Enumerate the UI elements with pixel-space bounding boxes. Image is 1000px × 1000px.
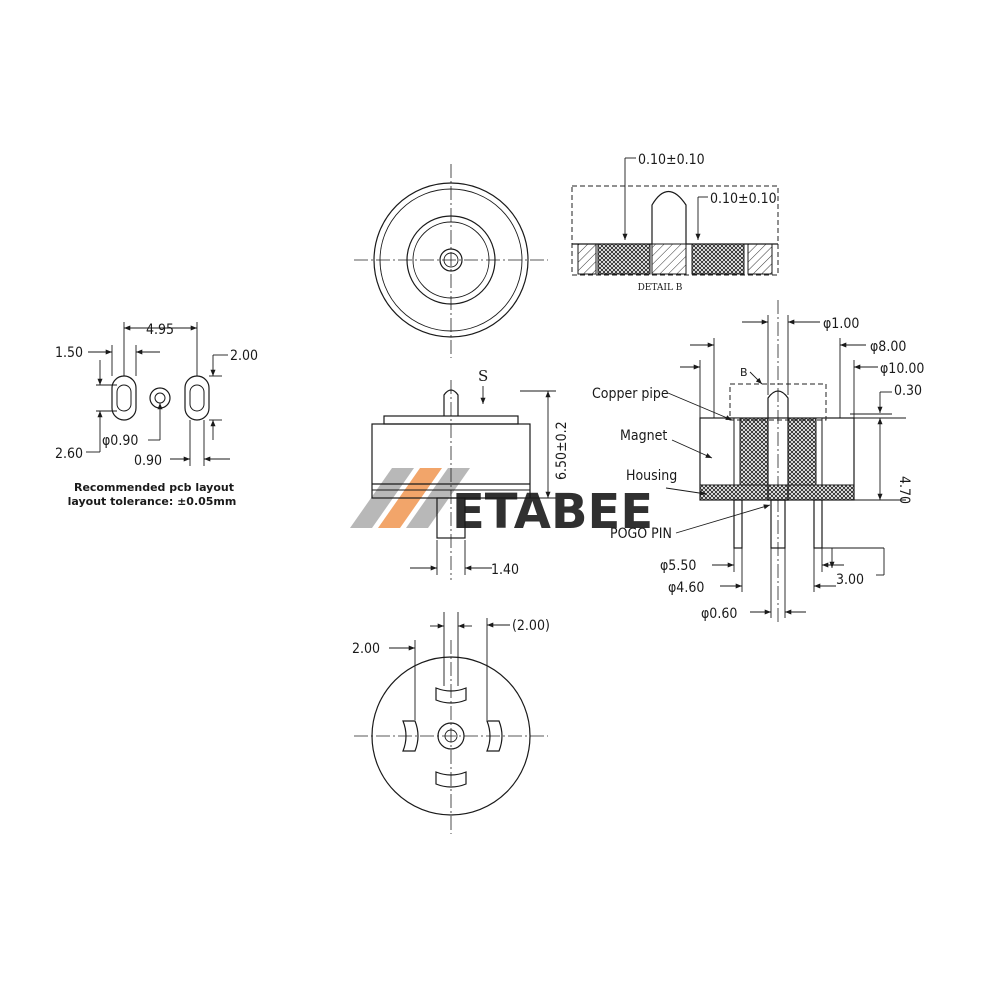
top-view-inner-ring xyxy=(406,215,496,305)
section-leg-right xyxy=(813,499,823,549)
section-detail-label: B xyxy=(740,366,748,379)
bottom-view-slot-bottom xyxy=(435,771,467,788)
bottom-view-slot-right xyxy=(486,720,503,752)
pcb-slot-right xyxy=(189,384,205,412)
dim-pad-width: 0.90 xyxy=(134,453,162,469)
side-view-pin-bottom xyxy=(436,497,466,539)
bottom-view-slot-left xyxy=(402,720,419,752)
dim-d4: φ5.50 xyxy=(660,558,696,574)
dim-bottom-left: 2.00 xyxy=(352,641,380,657)
detail-b-tol-right: 0.10±0.10 xyxy=(710,191,777,207)
dim-h1: 4.70 xyxy=(896,476,912,504)
dim-d1: φ1.00 xyxy=(823,316,859,332)
detail-b-frame xyxy=(571,185,779,276)
pcb-hole-center xyxy=(154,392,166,404)
pcb-layout: 4.95 1.50 2.00 2.60 φ0.90 0.90 Recommend… xyxy=(55,322,258,508)
pcb-slot-left xyxy=(116,384,132,412)
detail-b-magnet-right xyxy=(691,243,745,275)
detail-b-pin xyxy=(651,243,687,275)
dim-height: 6.50±0.2 xyxy=(554,421,570,480)
dim-slot-length: 2.60 xyxy=(55,446,83,462)
label-copper: Copper pipe xyxy=(592,386,669,402)
label-housing: Housing xyxy=(626,468,677,484)
detail-b-caption: DETAIL B xyxy=(638,283,683,293)
dim-d6: φ0.60 xyxy=(701,606,737,622)
dim-d2: φ8.00 xyxy=(870,339,906,355)
dim-hole-dia: φ0.90 xyxy=(102,433,138,449)
section-view: B φ1.00 φ8.00 φ10.00 0.30 4.70 Copper pi… xyxy=(592,300,924,625)
bottom-view-slot-top xyxy=(435,687,467,704)
label-s: S xyxy=(478,367,488,385)
dim-pad-height: 2.00 xyxy=(230,348,258,364)
label-pogo: POGO PIN xyxy=(610,526,672,542)
side-view: S 6.50±0.2 1.40 xyxy=(371,367,570,580)
pcb-note-line1: Recommended pcb layout xyxy=(74,481,234,494)
dim-slot-width: 1.50 xyxy=(55,345,83,361)
dim-d3: φ10.00 xyxy=(880,361,924,377)
watermark-text: ETABEE xyxy=(452,484,653,540)
dim-t1: 0.30 xyxy=(894,383,922,399)
dim-pin-width: 1.40 xyxy=(491,562,519,578)
top-view-pin xyxy=(439,248,463,272)
dim-d5: φ4.60 xyxy=(668,580,704,596)
top-view xyxy=(354,164,548,358)
watermark: ETABEE xyxy=(350,468,653,540)
dim-bottom-right: (2.00) xyxy=(512,618,550,634)
pcb-note-line2: layout tolerance: ±0.05mm xyxy=(68,495,237,508)
detail-b-magnet-left xyxy=(597,243,651,275)
bottom-view: 2.00 (2.00) xyxy=(352,612,550,834)
bottom-view-outer xyxy=(371,656,531,816)
section-detail-marker xyxy=(729,383,827,421)
bottom-view-center-pin xyxy=(437,722,465,750)
detail-b-tol-top: 0.10±0.10 xyxy=(638,152,705,168)
detail-b: 0.10±0.10 0.10±0.10 DETAIL B xyxy=(571,152,779,293)
dim-pitch: 4.95 xyxy=(146,322,174,338)
side-view-pin-top xyxy=(443,389,459,416)
top-view-outer-ring xyxy=(373,182,529,338)
section-leg-left xyxy=(733,499,743,549)
dim-w1: 3.00 xyxy=(836,572,864,588)
section-pogo-pin xyxy=(767,390,789,501)
label-magnet: Magnet xyxy=(620,428,667,444)
